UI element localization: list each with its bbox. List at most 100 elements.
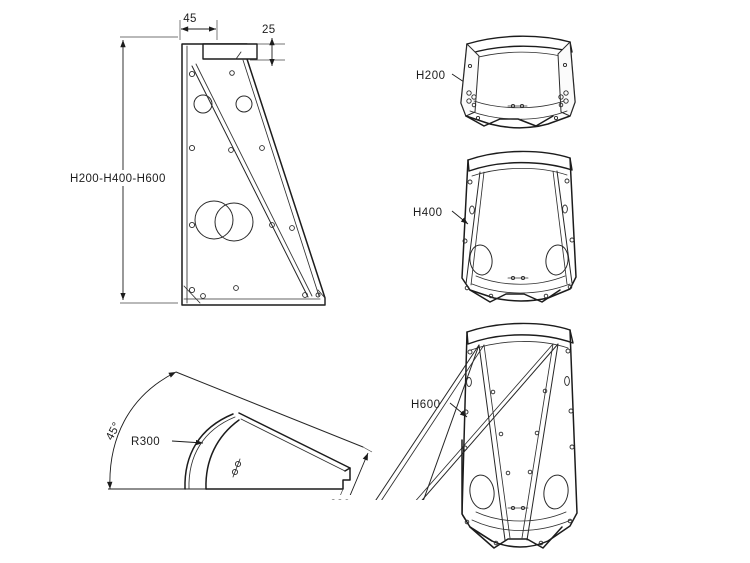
- h200-body: [460, 41, 576, 129]
- hole-small-4: [228, 147, 234, 153]
- hole-small-7: [269, 222, 275, 228]
- plan-upper-edge-inner: [240, 418, 346, 472]
- h600-v-left-inner: [483, 344, 511, 539]
- h600-bolt-5: [463, 409, 469, 415]
- h600-flow-marker-icon: [507, 505, 529, 511]
- h600-v-left: [478, 344, 506, 541]
- h600-bolt-18: [538, 540, 544, 546]
- h400-bolt-1: [467, 179, 473, 185]
- side-top-flange: [202, 43, 258, 60]
- h200-bolt-4: [553, 115, 559, 121]
- h600-bolt-14: [527, 469, 533, 475]
- h400-port-left: [469, 244, 493, 276]
- hole-small-9: [188, 286, 196, 294]
- hole-small-10: [200, 293, 206, 299]
- h600-bolt-16: [567, 518, 573, 524]
- hole-large-lower-2: [214, 202, 254, 242]
- h600-bolt-13: [505, 470, 511, 476]
- side-slope-inner: [242, 59, 320, 297]
- side-corner-chamfer: [183, 285, 201, 304]
- h400-right-fold: [556, 170, 573, 284]
- view-side-elevation: H200-H400-H600 45 25: [66, 13, 326, 306]
- h600-bolt-10: [542, 388, 548, 394]
- h600-bottom-fold: [469, 526, 563, 549]
- dim-angle-arc: [107, 371, 177, 490]
- dimension-height: H200-H400-H600: [66, 36, 178, 304]
- hole-small-8: [289, 225, 295, 231]
- h400-port-right: [545, 244, 569, 276]
- h200-bolt-3: [475, 115, 481, 121]
- h400-bolt-10: [543, 293, 549, 299]
- h600-bottom-hem: [471, 519, 572, 531]
- h600-v-right-inner: [521, 343, 554, 539]
- h600-bolt-6: [568, 408, 574, 414]
- h400-bolt-6: [569, 237, 575, 243]
- hole-large-lower: [194, 200, 234, 240]
- h600-bolt-9: [490, 389, 496, 395]
- h600-bolt-11: [498, 431, 504, 437]
- h400-left-fold: [465, 171, 481, 285]
- hole-small-11: [233, 285, 239, 291]
- h600-bolt-4: [564, 376, 570, 386]
- side-tip-detail: [317, 289, 326, 306]
- h200-flow-marker-icon: [507, 103, 528, 109]
- hole-medium-upper-right: [235, 95, 253, 113]
- hole-small-12: [302, 292, 308, 298]
- h400-bolt-2: [564, 178, 570, 184]
- h400-bolt-5: [462, 238, 468, 244]
- h200-bolt-1: [467, 63, 473, 69]
- h400-bolt-9: [488, 293, 494, 299]
- h600-bolt-2: [565, 348, 571, 354]
- h600-port-left: [469, 474, 495, 510]
- h400-right-fold-inner: [552, 170, 568, 285]
- h200-bolt-cluster-left: [466, 90, 477, 108]
- h400-bottom-curve: [475, 275, 566, 285]
- h400-left-fold-inner: [470, 171, 485, 286]
- hole-small-1: [188, 70, 196, 78]
- h200-bottom-curve: [473, 100, 565, 109]
- h400-top-inner-curve: [471, 167, 568, 177]
- h400-bottom-hem: [471, 283, 571, 294]
- label-h600: H600: [411, 399, 441, 411]
- h200-bolt-2: [562, 62, 568, 68]
- h600-bolt-3: [466, 377, 472, 387]
- side-diagonal-fold-2: [195, 63, 313, 297]
- hole-medium-upper-left: [193, 94, 213, 114]
- h400-bolt-4: [562, 204, 568, 214]
- label-h400: H400: [413, 207, 443, 219]
- h600-fold-clip-left2: [300, 500, 462, 563]
- leader-r300: R300: [131, 436, 204, 448]
- dim-radius-text: R300: [131, 436, 160, 448]
- h600-bolt-17: [493, 540, 499, 546]
- h400-flow-marker-icon: [507, 275, 529, 281]
- view-iso-h600: H600: [300, 322, 578, 563]
- h400-top-rim: [467, 150, 573, 172]
- dim-thickness-25-text: 25: [262, 24, 276, 36]
- h600-bolt-7: [462, 445, 468, 451]
- flow-marker-icon: [231, 458, 242, 478]
- h600-bolt-15: [464, 519, 470, 525]
- h600-bolt-12: [534, 430, 540, 436]
- side-flange-stub: [235, 51, 242, 60]
- plan-inner-arc-outer: [184, 413, 234, 490]
- h600-bolt-8: [569, 444, 575, 450]
- plan-inner-arc-inner: [188, 416, 236, 490]
- h600-v-right: [526, 343, 559, 541]
- hole-small-6: [188, 221, 196, 229]
- hole-small-2: [229, 70, 235, 76]
- h600-top-rim: [466, 322, 574, 345]
- label-h200: H200: [416, 70, 446, 82]
- side-diagonal-fold: [191, 65, 309, 298]
- h400-bolt-7: [464, 285, 470, 291]
- h600-bolt-1: [467, 349, 473, 355]
- h200-top-rim: [466, 35, 573, 55]
- dim-height-text: H200-H400-H600: [70, 173, 166, 185]
- h600-bottom-curve: [475, 511, 567, 522]
- plan-body-arc: [205, 419, 240, 490]
- h200-bolt-cluster-right: [558, 90, 569, 108]
- h200-left-flange: [460, 43, 480, 117]
- h200-right-flange: [557, 41, 576, 117]
- hole-small-5: [259, 145, 265, 151]
